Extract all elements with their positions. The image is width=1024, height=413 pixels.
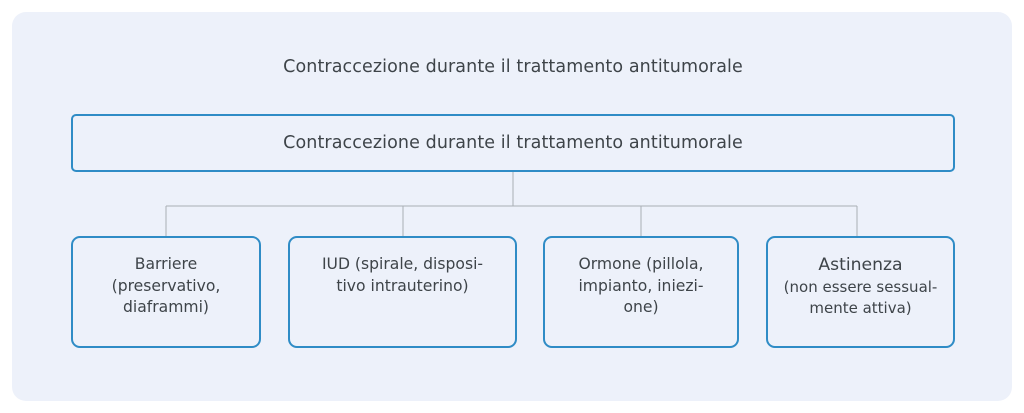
figure-title: Contraccezione durante il trattamento an… xyxy=(283,57,743,77)
leaf-node-iud: IUD (spirale, disposi- tivo intrauterino… xyxy=(288,236,517,348)
leaf-node-astinenza-heading: Astinenza xyxy=(818,255,903,275)
leaf-node-barriere: Barriere (preservativo, diaframmi) xyxy=(71,236,261,348)
root-node: Contraccezione durante il trattamento an… xyxy=(71,114,955,172)
leaf-node-ormone: Ormone (pillola, impianto, iniezi- one) xyxy=(543,236,739,348)
root-node-label: Contraccezione durante il trattamento an… xyxy=(283,133,743,153)
leaf-node-iud-label: IUD (spirale, disposi- tivo intrauterino… xyxy=(321,255,484,295)
leaf-node-astinenza-subtext: (non essere sessual- mente attiva) xyxy=(783,278,938,317)
leaf-node-astinenza: Astinenza (non essere sessual- mente att… xyxy=(766,236,955,348)
leaf-node-barriere-label: Barriere (preservativo, diaframmi) xyxy=(111,255,221,316)
leaf-node-ormone-label: Ormone (pillola, impianto, iniezi- one) xyxy=(578,255,704,316)
